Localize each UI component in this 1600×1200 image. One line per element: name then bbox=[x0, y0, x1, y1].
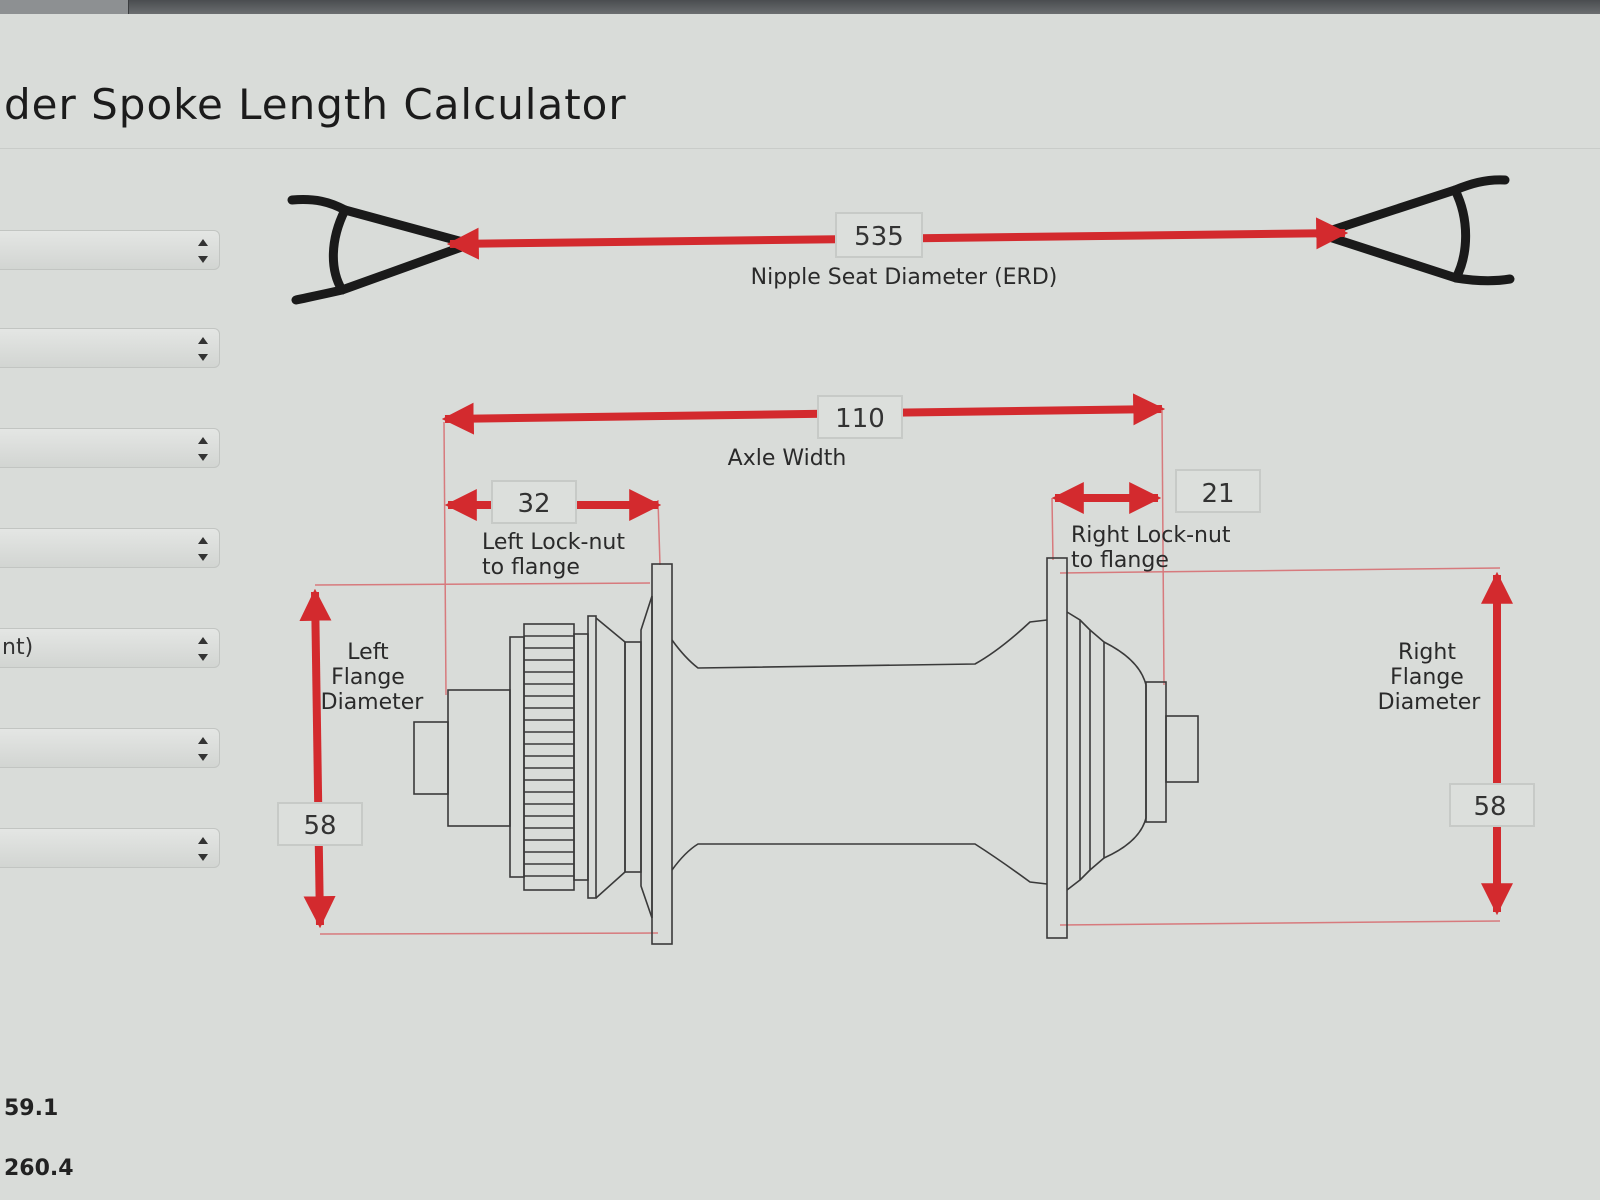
axle-width-arrow bbox=[441, 393, 1166, 435]
erd-value-box bbox=[835, 212, 923, 258]
right-locknut-label-line2: to flange bbox=[1071, 548, 1169, 573]
axle-width-value-box bbox=[817, 395, 903, 439]
erd-value: 535 bbox=[854, 222, 904, 252]
updown-icon bbox=[197, 537, 209, 561]
rim-right-icon bbox=[1315, 175, 1515, 286]
updown-icon bbox=[197, 239, 209, 263]
right-flange-label-line3: Diameter bbox=[1378, 690, 1482, 715]
axle-width-label: Axle Width bbox=[728, 446, 847, 471]
right-flange-label-line2: Flange bbox=[1390, 665, 1464, 690]
page-title: der Spoke Length Calculator bbox=[4, 80, 627, 129]
right-flange-label-line1: Right bbox=[1398, 640, 1456, 665]
updown-icon bbox=[197, 337, 209, 361]
right-flange-value: 58 bbox=[1473, 792, 1506, 822]
left-locknut-value-box bbox=[491, 480, 577, 524]
right-locknut-value: 21 bbox=[1201, 479, 1234, 509]
updown-icon bbox=[197, 437, 209, 461]
result-left-spoke-length: 59.1 bbox=[4, 1096, 59, 1121]
title-divider bbox=[0, 148, 1600, 149]
select-rim[interactable] bbox=[0, 230, 220, 270]
right-locknut-value-box bbox=[1175, 469, 1261, 513]
rim-left-icon bbox=[287, 195, 475, 305]
select-spoke-type[interactable] bbox=[0, 728, 220, 768]
result-right-spoke-length: 260.4 bbox=[4, 1156, 74, 1181]
select-cross-pattern[interactable] bbox=[0, 528, 220, 568]
left-flange-label-line2: Flange bbox=[331, 665, 405, 690]
left-flange-value-box bbox=[277, 802, 363, 846]
left-flange-label-line3: Diameter bbox=[321, 690, 425, 715]
left-flange-value: 58 bbox=[303, 811, 336, 841]
updown-icon bbox=[197, 737, 209, 761]
updown-icon bbox=[197, 637, 209, 661]
right-flange-value-box bbox=[1449, 783, 1535, 827]
hub-illustration bbox=[413, 557, 1199, 945]
axle-width-value: 110 bbox=[835, 404, 885, 434]
right-locknut-label-line1: Right Lock-nut bbox=[1071, 523, 1231, 548]
guide-lines bbox=[314, 409, 1501, 935]
left-locknut-label-line2: to flange bbox=[482, 555, 580, 580]
left-locknut-value: 32 bbox=[517, 489, 550, 519]
select-spoke-count[interactable] bbox=[0, 428, 220, 468]
select-hub[interactable] bbox=[0, 328, 220, 368]
select-lacing[interactable]: nt) bbox=[0, 628, 220, 668]
left-flange-label-line1: Left bbox=[347, 640, 389, 665]
updown-icon bbox=[197, 837, 209, 861]
select-nipple[interactable] bbox=[0, 828, 220, 868]
browser-top-bar bbox=[0, 0, 1600, 14]
erd-label: Nipple Seat Diameter (ERD) bbox=[751, 265, 1058, 290]
left-locknut-label-line1: Left Lock-nut bbox=[482, 530, 625, 555]
browser-tab[interactable] bbox=[0, 0, 129, 14]
select-value: nt) bbox=[2, 635, 34, 660]
left-flange-arrow bbox=[299, 588, 336, 929]
